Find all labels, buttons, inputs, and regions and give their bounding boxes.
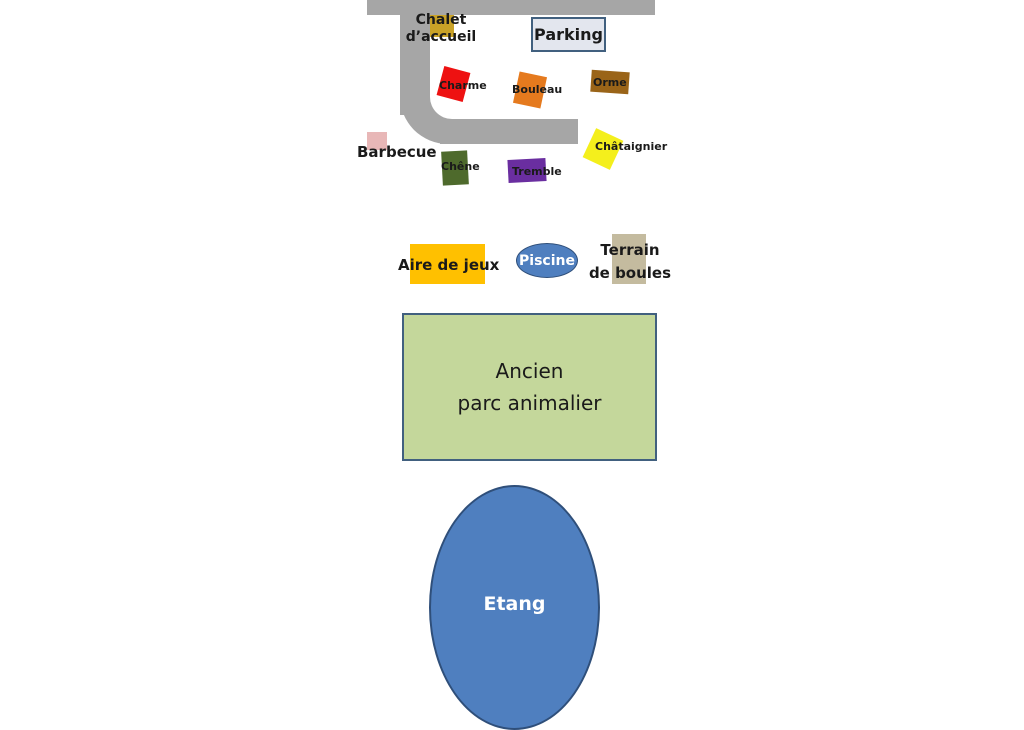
piscine-area[interactable]: Piscine <box>516 243 578 278</box>
tremble-label: Tremble <box>512 165 562 178</box>
charme-label: Charme <box>439 79 487 92</box>
chataignier-label: Châtaignier <box>595 140 668 153</box>
parc-animalier-line2: parc animalier <box>457 391 602 415</box>
parc-animalier-label: Ancien parc animalier <box>458 355 602 419</box>
parc-animalier-line1: Ancien <box>495 359 564 383</box>
orme-label: Orme <box>593 76 627 89</box>
parking-area[interactable]: Parking <box>531 17 606 52</box>
aire-de-jeux-label: Aire de jeux <box>398 256 500 274</box>
chalet-label-line2: d’accueil <box>405 29 477 45</box>
chalet-label-line1: Chalet <box>415 12 467 28</box>
parc-animalier-area[interactable]: Ancien parc animalier <box>402 313 657 461</box>
barbecue-marker[interactable] <box>367 132 387 150</box>
parking-label: Parking <box>534 25 603 44</box>
bouleau-label: Bouleau <box>512 83 563 96</box>
chalet-label: Chalet d’accueil <box>396 12 486 46</box>
terrain-de-boules-label: Terrain de boules <box>585 239 675 285</box>
road-top <box>367 0 655 15</box>
terrain-de-boules-marker[interactable] <box>612 234 646 284</box>
chene-label: Chêne <box>441 160 480 173</box>
chalet-marker[interactable] <box>430 15 454 37</box>
etang-area[interactable]: Etang <box>429 485 600 730</box>
barbecue-label: Barbecue <box>357 143 437 161</box>
aire-de-jeux-marker[interactable] <box>410 244 485 284</box>
etang-label: Etang <box>483 592 546 615</box>
road-horizontal <box>440 119 578 144</box>
terrain-de-boules-line1: Terrain <box>600 241 660 259</box>
piscine-label: Piscine <box>519 252 575 269</box>
terrain-de-boules-line2: de boules <box>588 264 672 282</box>
